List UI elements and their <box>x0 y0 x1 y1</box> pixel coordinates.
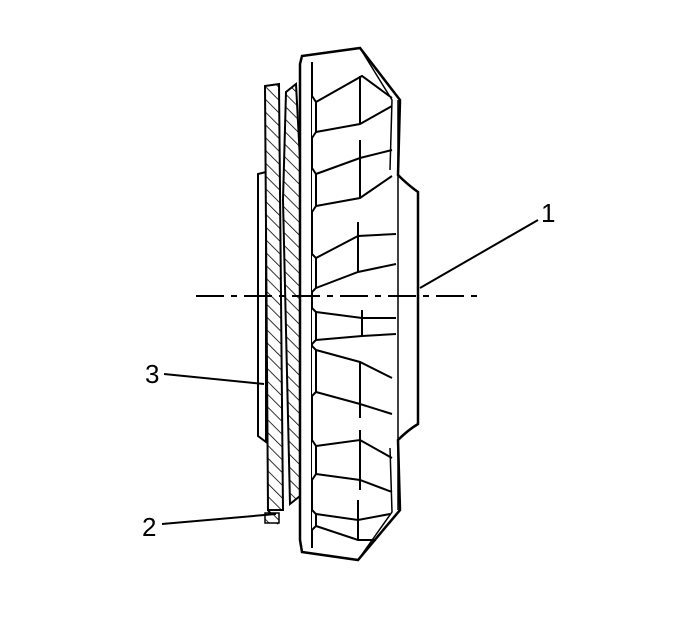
thrust-washer-inner <box>281 82 301 507</box>
callout-1-label: 1 <box>541 198 555 228</box>
leader-line-2 <box>161 513 277 525</box>
leader-line-1 <box>419 219 539 289</box>
callout-3-label: 3 <box>145 359 159 389</box>
leader-line-3 <box>163 373 265 385</box>
ring-gear <box>298 46 420 562</box>
back-plate <box>257 170 267 444</box>
callout-2-label: 2 <box>142 512 156 542</box>
thrust-washer-outer <box>263 82 285 525</box>
gear-teeth <box>311 74 397 541</box>
leader-lines <box>161 219 539 525</box>
